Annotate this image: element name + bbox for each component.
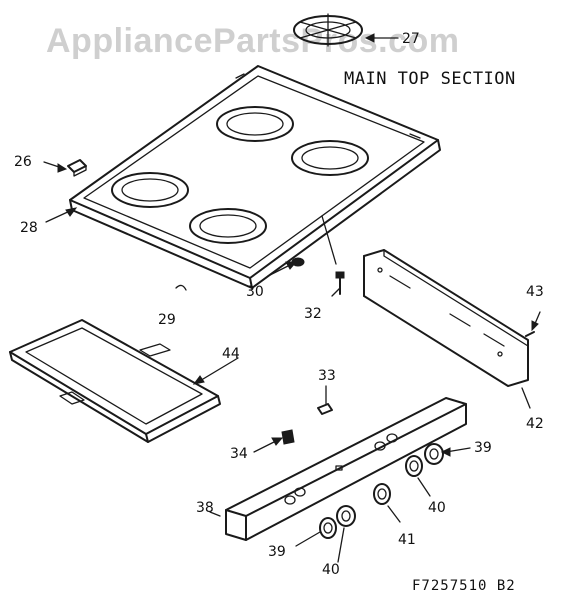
callout-40-left: 40 (322, 562, 340, 578)
part-43-screw (525, 331, 535, 337)
callout-39-right: 39 (474, 440, 492, 456)
section-title: MAIN TOP SECTION (344, 69, 516, 89)
part-28-cooktop (69, 65, 441, 289)
callout-40-right: 40 (428, 500, 446, 516)
callout-34: 34 (230, 446, 248, 462)
callout-44: 44 (222, 346, 240, 362)
callout-28: 28 (20, 220, 38, 236)
part-33-clip (317, 403, 333, 415)
part-34-switch (281, 429, 295, 445)
callout-39-left: 39 (268, 544, 286, 560)
callout-41: 41 (398, 532, 416, 548)
callout-30: 30 (246, 284, 264, 300)
leader-lines (43, 33, 541, 563)
part-42-bracket (363, 249, 529, 387)
part-44-tray (9, 319, 221, 443)
part-26-clip (67, 159, 87, 177)
callout-29: 29 (158, 312, 176, 328)
part-39-knob-left (319, 517, 337, 539)
watermark-text: AppliancePartsPros.com (46, 22, 459, 60)
part-40-knob-right (405, 455, 423, 477)
diagram-code: F7257510 B2 (412, 578, 516, 594)
part-27-grate (293, 13, 363, 47)
callout-33: 33 (318, 368, 336, 384)
callout-26: 26 (14, 154, 32, 170)
callout-38: 38 (196, 500, 214, 516)
part-29-ring (175, 284, 187, 291)
callout-43: 43 (526, 284, 544, 300)
part-38-control-panel (225, 397, 467, 541)
part-39-knob-right (424, 443, 444, 465)
callout-27: 27 (402, 31, 420, 47)
part-32-screw (335, 271, 345, 295)
callout-32: 32 (304, 306, 322, 322)
callout-42: 42 (526, 416, 544, 432)
part-41-knob (373, 483, 391, 505)
part-40-knob-left (336, 505, 356, 527)
